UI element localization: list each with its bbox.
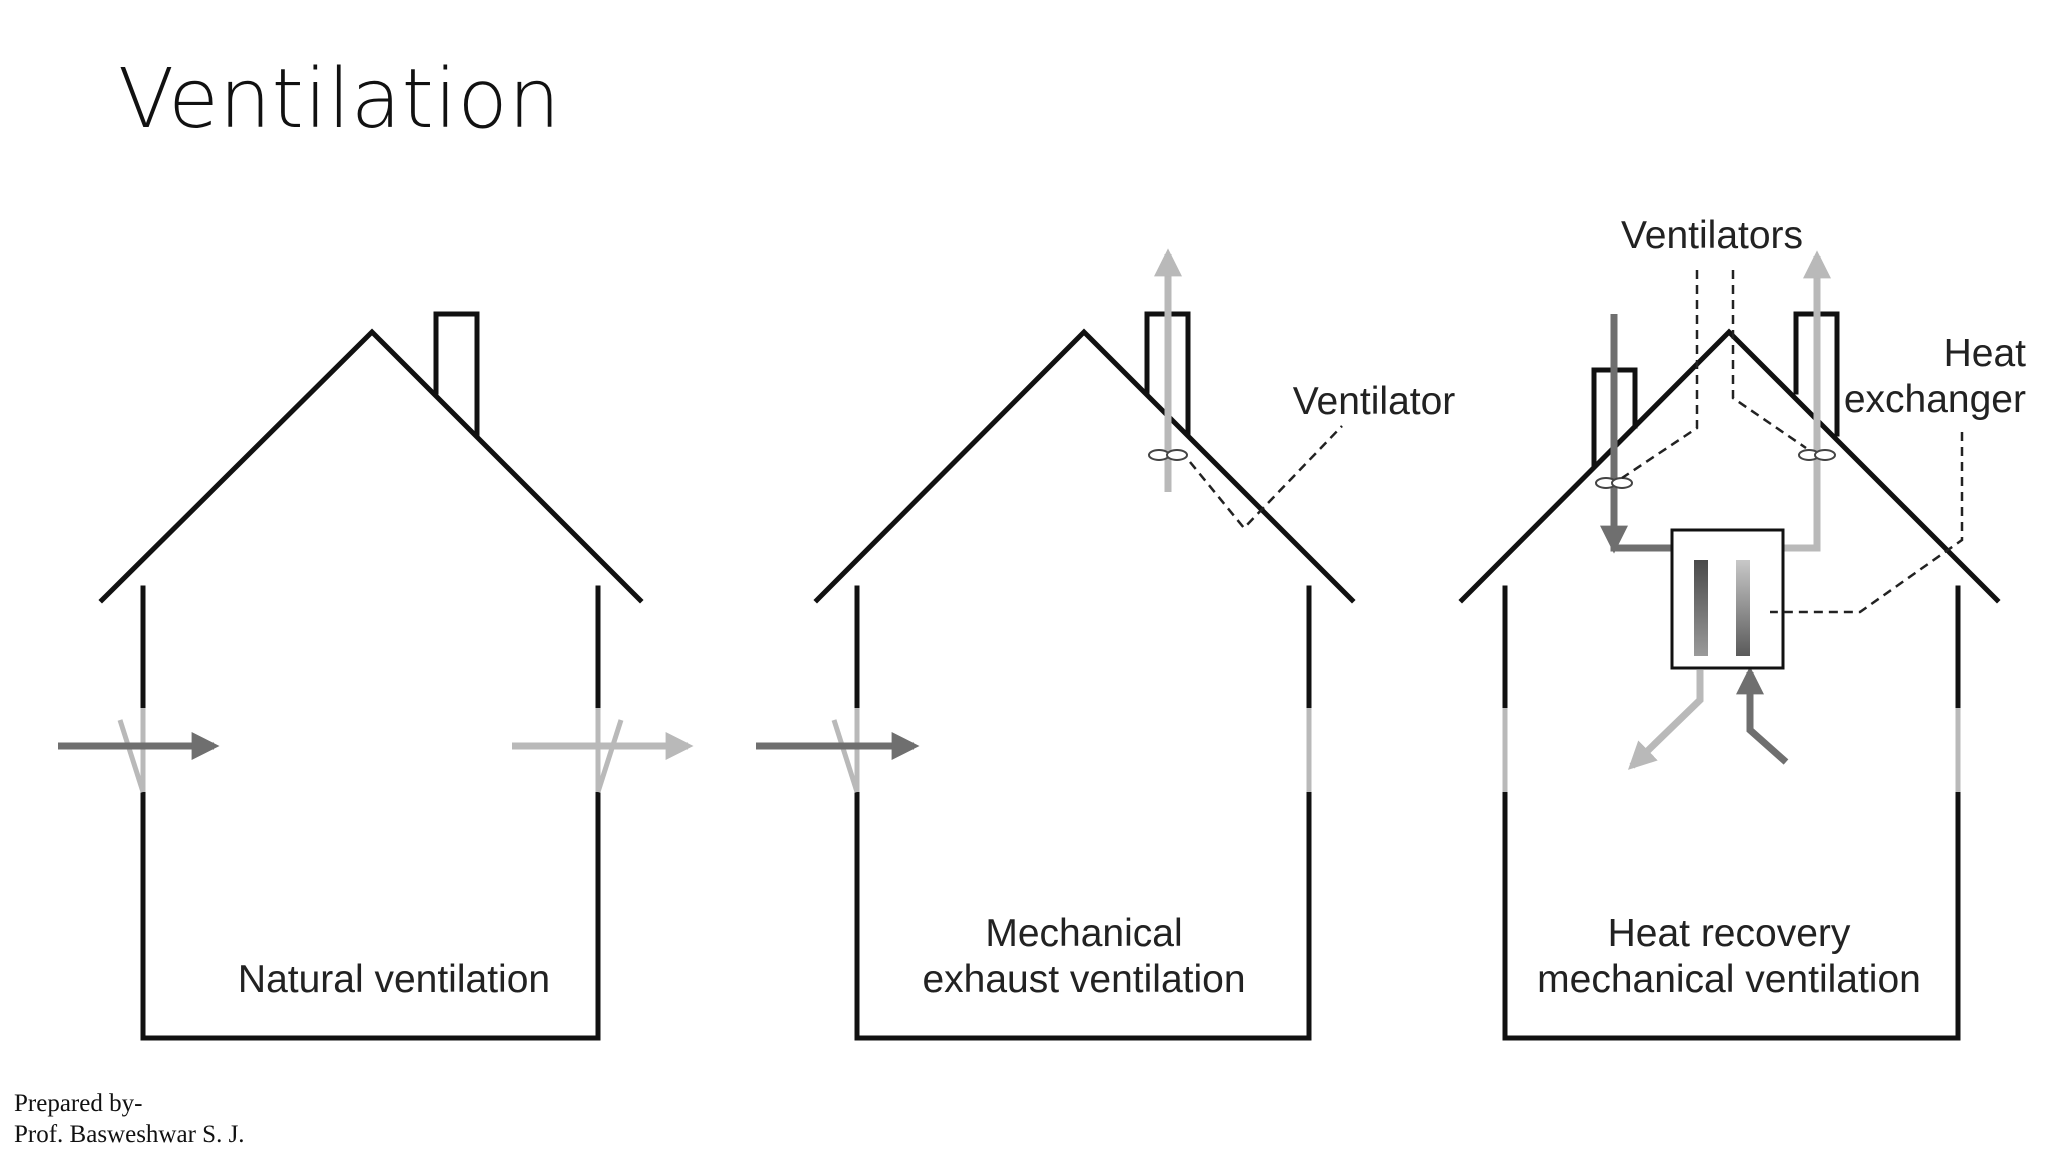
mechanical-inflow-opening — [756, 708, 920, 793]
walls-and-floor — [1502, 789, 1961, 1041]
fresh-air-supply-duct — [1610, 314, 1704, 566]
chimney — [433, 311, 480, 437]
ventilators-leader-left — [1621, 270, 1699, 480]
heat-exchanger-label-line1: Heat — [1944, 332, 2027, 375]
exhaust-fan-icon — [1798, 449, 1836, 461]
heat-exchanger-label-line2: exchanger — [1844, 378, 2026, 421]
room-exhaust-to-exchanger-arrow — [1736, 666, 1789, 765]
caption-natural-ventilation: Natural ventilation — [238, 958, 550, 1001]
caption-mechanical-line1: Mechanical — [985, 912, 1182, 955]
walls-and-floor — [140, 789, 601, 1041]
footer-line-author: Prof. Basweshwar S. J. — [14, 1121, 245, 1148]
heat-exchanger-plate-2 — [1736, 560, 1750, 656]
house-mechanical-exhaust — [813, 311, 1356, 1041]
heat-exchanger-box — [1670, 528, 1785, 670]
ventilators-label: Ventilators — [1621, 214, 1803, 257]
heat-exchanger-plate-1 — [1694, 560, 1708, 656]
heat-exchanger-leader — [1770, 432, 1964, 614]
caption-heat-recovery-line1: Heat recovery — [1608, 912, 1851, 955]
roof — [813, 328, 1356, 604]
slide-title: Ventilation — [118, 52, 561, 147]
ventilator-label: Ventilator — [1293, 380, 1456, 423]
caption-mechanical-line2: exhaust ventilation — [922, 958, 1245, 1001]
caption-heat-recovery-line2: mechanical ventilation — [1537, 958, 1921, 1001]
natural-outflow-opening — [512, 708, 694, 793]
footer-line-prepared-by: Prepared by- — [14, 1090, 143, 1117]
ventilators-leader-right — [1731, 270, 1807, 450]
roof — [1458, 328, 2001, 604]
house-natural-ventilation — [98, 311, 644, 1041]
ventilator-fan-icon — [1148, 449, 1188, 461]
supply-to-room-arrow — [1627, 670, 1704, 770]
roof — [98, 328, 644, 604]
footer-credit: Prepared by- Prof. Basweshwar S. J. — [14, 1088, 245, 1150]
walls-and-floor — [854, 789, 1312, 1041]
supply-fan-icon — [1595, 477, 1633, 489]
natural-inflow-opening — [58, 708, 220, 793]
